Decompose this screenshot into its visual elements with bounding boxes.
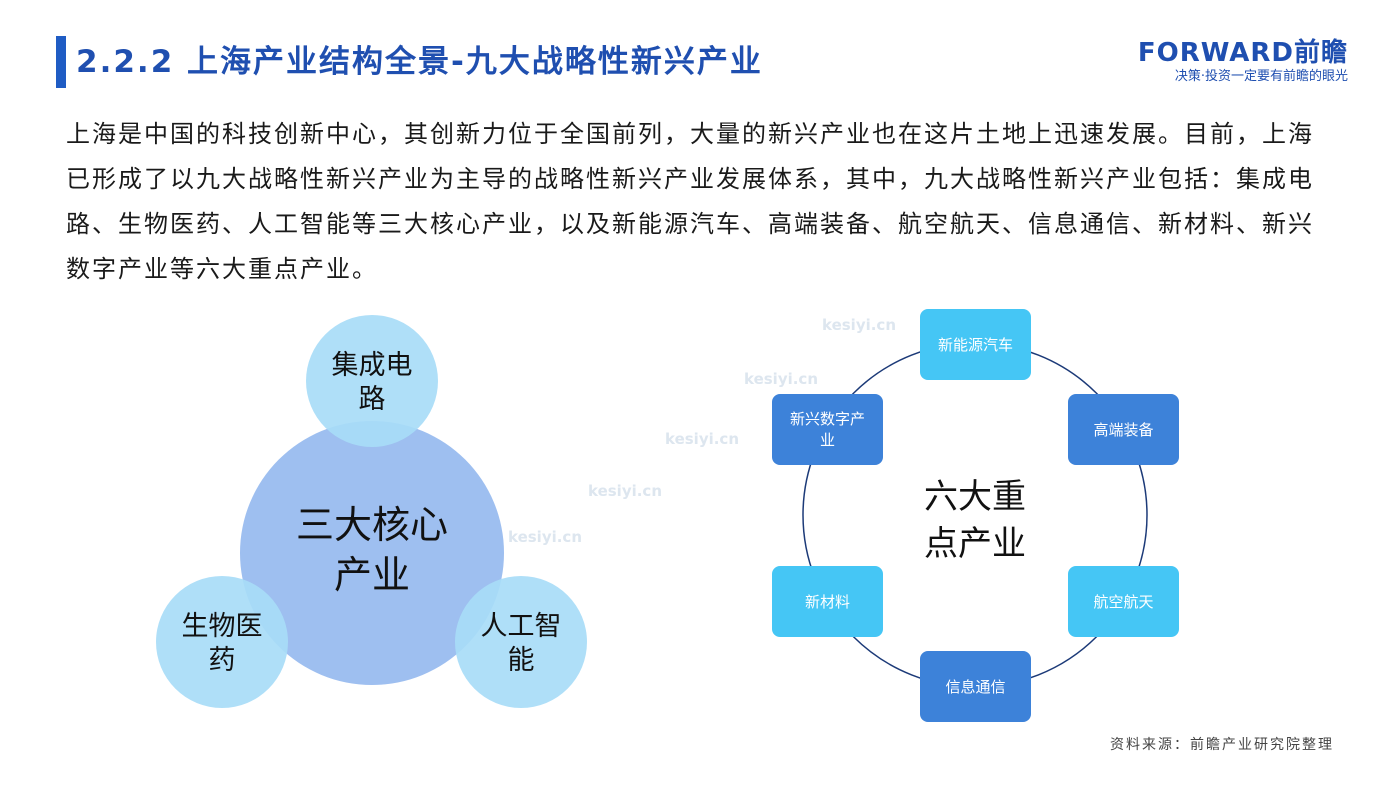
core-left-label-line1: 生物医 — [182, 611, 263, 642]
core-right-label-line2: 能 — [508, 645, 535, 676]
core-center-label-line1: 三大核心 — [296, 503, 448, 547]
node-equipment-label: 高端装备 — [1093, 421, 1153, 439]
node-telecom-label: 信息通信 — [945, 678, 1005, 696]
node-equipment-box — [1068, 394, 1179, 465]
watermark: kesiyi.cn — [588, 482, 663, 500]
node-ev-box — [920, 309, 1031, 380]
node-aerospace-box — [1068, 566, 1179, 637]
brand-logo: FORWARD前瞻 决策·投资一定要有前瞻的眼光 — [1138, 38, 1348, 86]
watermark: kesiyi.cn — [665, 430, 740, 448]
core-left-circle — [156, 576, 288, 708]
core-top-label-line1: 集成电 — [332, 350, 413, 381]
core-top-label-line2: 路 — [359, 384, 386, 415]
core-right-label-line1: 人工智 — [481, 611, 562, 642]
logo-main-text: FORWARD前瞻 — [1137, 38, 1348, 68]
node-digital-box — [772, 394, 883, 465]
title-accent-bar — [56, 36, 66, 88]
node-materials-box — [772, 566, 883, 637]
source-note: 资料来源：前瞻产业研究院整理 — [1110, 737, 1334, 753]
core-center-circle — [240, 421, 504, 685]
node-digital-label-line1: 新兴数字产 — [790, 410, 865, 428]
ring-center-label-line1: 六大重 — [924, 477, 1026, 517]
core-right-circle — [455, 576, 587, 708]
node-telecom-box — [920, 651, 1031, 722]
watermark: kesiyi.cn — [508, 528, 583, 546]
core-top-circle — [306, 315, 438, 447]
page-title: 2.2.2 上海产业结构全景-九大战略性新兴产业 — [76, 44, 763, 80]
node-digital-label-line2: 业 — [820, 431, 835, 449]
watermark: kesiyi.cn — [822, 316, 897, 334]
core-left-label-line2: 药 — [209, 645, 236, 676]
intro-paragraph: 上海是中国的科技创新中心，其创新力位于全国前列，大量的新兴产业也在这片土地上迅速… — [66, 120, 1314, 283]
node-materials-label: 新材料 — [805, 593, 850, 611]
node-ev-label: 新能源汽车 — [938, 336, 1013, 354]
key-industries-ring: 六大重 点产业 新能源汽车 高端装备 航空航天 信息通信 新材料 新兴数字产 业 — [772, 309, 1179, 722]
node-aerospace-label: 航空航天 — [1093, 593, 1153, 611]
core-industries-cluster: 三大核心 产业 集成电 路 生物医 药 人工智 能 — [156, 315, 587, 708]
watermark: kesiyi.cn — [744, 370, 819, 388]
logo-slogan: 决策·投资一定要有前瞻的眼光 — [1174, 69, 1348, 84]
core-center-label-line2: 产业 — [334, 553, 410, 597]
ring-center-label-line2: 点产业 — [924, 524, 1026, 564]
